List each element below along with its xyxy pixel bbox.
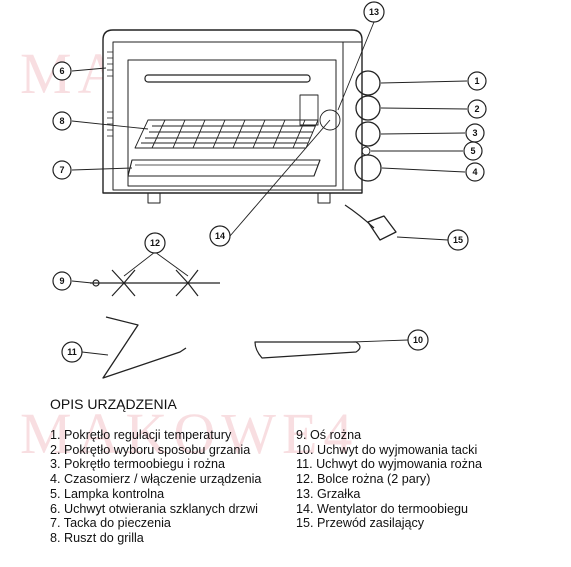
convection-fan (319, 109, 341, 131)
svg-text:7: 7 (59, 165, 64, 175)
svg-text:2: 2 (474, 104, 479, 114)
part-item-9: 9. Oś rożna (296, 428, 362, 442)
heating-mode-knob (355, 95, 381, 121)
callouts: 1 2 3 4 5 6 7 8 9 10 11 12 13 14 15 (52, 1, 487, 363)
callout-2: 2 (467, 99, 487, 119)
svg-text:15: 15 (453, 235, 463, 245)
svg-text:6: 6 (59, 66, 64, 76)
part-item-14: 14. Wentylator do termoobiegu (296, 501, 468, 516)
power-cord (344, 204, 375, 229)
oven-foot-right (317, 192, 331, 204)
svg-text:12: 12 (150, 238, 160, 248)
callout-12: 12 (144, 232, 166, 254)
rotisserie-socket (299, 94, 319, 126)
convection-knob (355, 121, 381, 147)
parts-heading: OPIS URZĄDZENIA (50, 396, 177, 412)
part-item-5: 5. Lampka kontrolna (50, 486, 165, 501)
callout-10: 10 (407, 329, 429, 351)
part-item-15: 15. Przewód zasilający (296, 516, 425, 531)
watermark-bottom: MAKOWE4 (20, 401, 359, 466)
part-item-8: 8. Ruszt do grilla (50, 530, 144, 545)
svg-text:8: 8 (59, 116, 64, 126)
oven-window (127, 59, 337, 187)
callout-1: 1 (467, 71, 487, 91)
part-item-11: 11. Uchwyt do wyjmowania rożna (296, 457, 482, 472)
heating-element-bar (144, 74, 311, 83)
part-item-3: 3. Pokrętło termoobiegu i rożna (50, 457, 226, 472)
oven-body (102, 29, 363, 194)
svg-text:10: 10 (413, 335, 423, 345)
temperature-knob (355, 70, 381, 96)
part-item-10: 10. Uchwyt do wyjmowania tacki (296, 442, 478, 457)
svg-text:11: 11 (67, 347, 77, 357)
part-item-13: 13. Grzałka (296, 486, 361, 501)
part-item-2: 2. Pokrętło wyboru sposobu grzania (50, 442, 251, 457)
tray-lifter (254, 341, 361, 359)
svg-text:3: 3 (472, 128, 477, 138)
svg-text:4: 4 (472, 167, 477, 177)
svg-text:5: 5 (470, 146, 475, 156)
oven-diagram: 1 2 3 4 5 6 7 8 9 10 11 12 13 14 15 (52, 1, 487, 379)
callout-7: 7 (52, 160, 72, 180)
timer-knob (354, 154, 382, 182)
leader-lines (71, 21, 468, 356)
part-item-7: 7. Tacka do pieczenia (50, 516, 171, 531)
rotisserie-lifter (102, 316, 187, 379)
oven-foot-left (147, 192, 161, 204)
callout-4: 4 (465, 162, 485, 182)
rotisserie-spit (90, 269, 220, 297)
part-item-6: 6. Uchwyt otwierania szklanych drzwi (50, 501, 258, 516)
callout-11: 11 (61, 341, 83, 363)
callout-5: 5 (463, 141, 483, 161)
parts-list-right: 9. Oś rożna 10. Uchwyt do wyjmowania tac… (296, 428, 482, 531)
callout-3: 3 (465, 123, 485, 143)
svg-text:14: 14 (215, 231, 225, 241)
side-vents-lower (107, 111, 113, 137)
side-vents-upper (107, 51, 113, 77)
svg-text:1: 1 (474, 76, 479, 86)
control-panel (343, 41, 363, 191)
callout-6: 6 (52, 61, 72, 81)
callout-9: 9 (52, 271, 72, 291)
callout-15: 15 (447, 229, 469, 251)
part-item-4: 4. Czasomierz / włączenie urządzenia (50, 472, 262, 487)
callout-8: 8 (52, 111, 72, 131)
parts-list-left: 1. Pokrętło regulacji temperatury 2. Pok… (50, 428, 261, 546)
part-item-1: 1. Pokrętło regulacji temperatury (50, 428, 232, 442)
indicator-lamp (361, 146, 371, 156)
callout-13: 13 (363, 1, 385, 23)
power-plug (367, 215, 397, 241)
svg-text:13: 13 (369, 7, 379, 17)
callout-14: 14 (209, 225, 231, 247)
part-item-12: 12. Bolce rożna (2 pary) (296, 472, 431, 487)
svg-text:9: 9 (59, 276, 64, 286)
baking-tray (127, 159, 321, 177)
